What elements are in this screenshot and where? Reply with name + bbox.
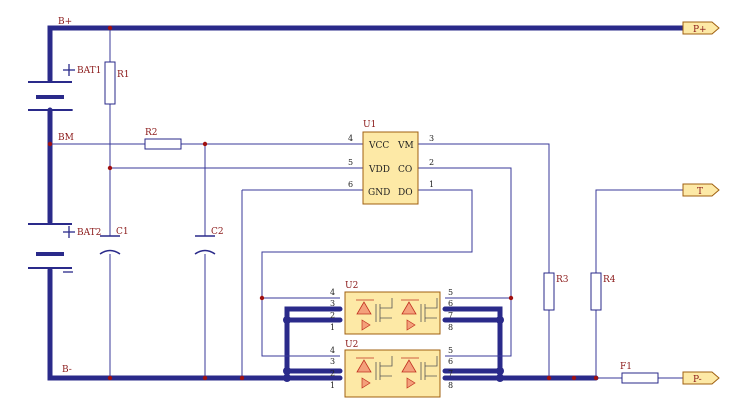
u1-pin-num-1: 1: [429, 180, 434, 189]
mosfet-u2-top: [344, 291, 441, 335]
u2-top-pin-numbers: 4 3 2 1 5 6 7 8: [330, 288, 453, 332]
net-label-bplus: B+: [58, 17, 72, 27]
u2-bottom-pin-7: 7: [448, 369, 453, 378]
port-pminus: P-: [682, 371, 720, 385]
u2-top-pin-7: 7: [448, 311, 453, 320]
u2-top-pin-8: 8: [448, 323, 453, 332]
u1-pin-gnd: GND: [368, 188, 390, 198]
label-r2: R2: [145, 128, 158, 138]
battery-left-bus-bottom: [47, 267, 290, 381]
junction-dots: [47, 25, 599, 382]
u2-bottom-pin-5: 5: [448, 346, 453, 355]
ic-u1: VCC VDD GND VM CO DO 4 5 6 3 2 1: [348, 131, 434, 205]
resistor-r1: [104, 61, 116, 105]
resistor-r4: [590, 272, 602, 311]
net-label-bminus: B-: [62, 365, 72, 375]
mosfet-u2-bottom: [344, 349, 441, 398]
wire-t: [595, 189, 683, 273]
u2-bottom-pin-4: 4: [330, 346, 335, 355]
label-bat1: BAT1: [77, 66, 101, 76]
label-c2: C2: [211, 227, 224, 237]
bplus-bus: [47, 25, 686, 47]
u2-top-pin-6: 6: [448, 299, 453, 308]
u2-top-pin-2: 2: [330, 311, 335, 320]
label-c1: C1: [116, 227, 129, 237]
u2-right-loop: [442, 306, 503, 381]
u2-left-loop: [284, 306, 343, 381]
port-t: T: [682, 183, 720, 197]
label-bat2: BAT2: [77, 228, 101, 238]
component-labels: B+ BM B- BAT1 BAT2 R1 R2 C1 C2 R3 R4 F1 …: [58, 17, 632, 375]
u1-pin-num-2: 2: [429, 158, 434, 167]
signal-wires: [50, 28, 683, 379]
label-r1: R1: [117, 70, 130, 80]
u1-pin-num-4: 4: [348, 134, 353, 143]
fuse-f1: [621, 372, 659, 384]
label-r3: R3: [556, 275, 569, 285]
port-pminus-label: P-: [693, 375, 702, 385]
u1-pin-num-5: 5: [348, 158, 353, 167]
label-f1: F1: [620, 362, 632, 372]
resistor-r2: [144, 138, 182, 150]
u2-top-pin-5: 5: [448, 288, 453, 297]
u1-pin-num-3: 3: [429, 134, 434, 143]
u1-pin-do: DO: [398, 188, 413, 198]
u2-bottom-pin-3: 3: [330, 357, 335, 366]
u2-top-pin-4: 4: [330, 288, 335, 297]
u1-pin-vm: VM: [397, 141, 414, 151]
label-u1: U1: [363, 120, 376, 130]
u2-bottom-pin-1: 1: [330, 381, 335, 390]
u1-pin-num-6: 6: [348, 180, 353, 189]
wire-do: [261, 189, 473, 357]
wire-co: [418, 167, 512, 357]
net-label-bm: BM: [58, 133, 74, 143]
u1-pin-vdd: VDD: [368, 165, 390, 175]
u2-bottom-pin-6: 6: [448, 357, 453, 366]
u2-bottom-pin-numbers: 4 3 2 1 5 6 7 8: [330, 346, 453, 390]
u2-bottom-pin-8: 8: [448, 381, 453, 390]
u2-bottom-pin-2: 2: [330, 369, 335, 378]
port-pplus-label: P+: [693, 25, 707, 35]
wire-vm: [418, 143, 550, 273]
u1-pin-co: CO: [398, 165, 412, 175]
port-pplus: P+: [682, 21, 720, 35]
battery-bat1: [28, 64, 75, 111]
u2-top-pin-3: 3: [330, 299, 335, 308]
capacitor-c1: [99, 235, 121, 255]
battery-bat2: [28, 223, 75, 273]
u1-pin-vcc: VCC: [368, 141, 389, 151]
u2-top-pin-1: 1: [330, 323, 335, 332]
capacitor-c2: [194, 235, 216, 255]
port-t-label: T: [697, 187, 703, 197]
label-r4: R4: [603, 275, 616, 285]
resistor-r3: [543, 272, 555, 311]
label-u2-bottom: U2: [345, 340, 358, 350]
label-u2-top: U2: [345, 281, 358, 291]
